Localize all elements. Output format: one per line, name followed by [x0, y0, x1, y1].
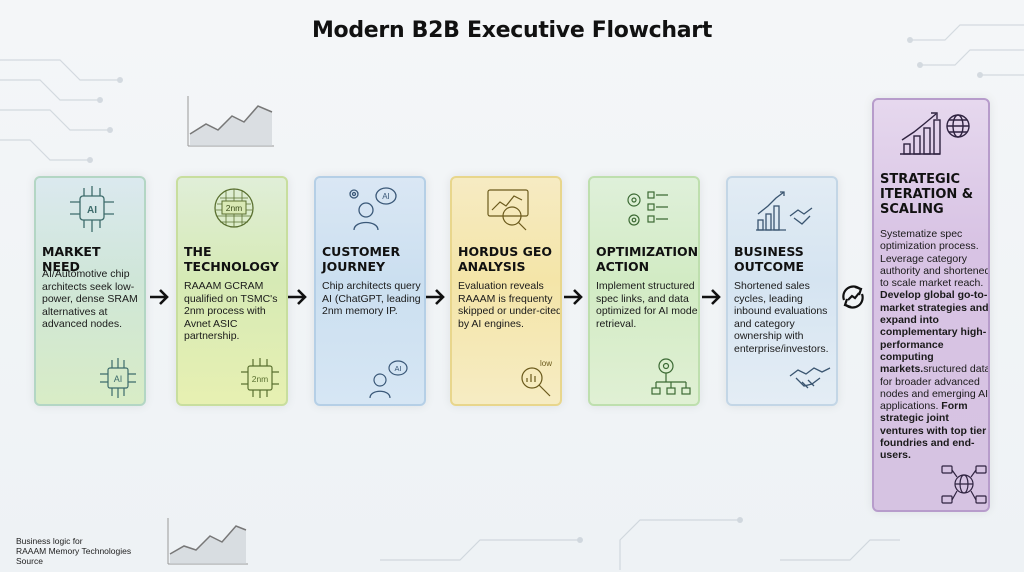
card-market-need: AI MARKET NEED AI/Automotive chip archit…: [34, 176, 146, 406]
body-part-structured-data: sructured data for broader advanced node…: [880, 363, 990, 413]
cycle-arrows-icon: [842, 285, 864, 309]
circuit-decoration-bottom: [380, 517, 900, 570]
arrow-right-icon: [564, 289, 583, 305]
ai-chip-icon: AI: [100, 358, 136, 398]
footer-line: Business logic for: [16, 536, 83, 546]
card-customer-journey: AI CUSTOMER JOURNEY Chip architects quer…: [314, 176, 426, 406]
chip-label: 2nm: [252, 374, 269, 384]
card-heading: THE TECHNOLOGY: [184, 244, 279, 274]
card-body: Systematize spec optimization process. L…: [880, 228, 990, 462]
gears-list-icon: [627, 191, 668, 226]
footer-line: RAAAM Memory Technologies: [16, 546, 132, 556]
growth-globe-icon: [900, 112, 970, 155]
circuit-decoration-left: [0, 59, 123, 163]
chip-label: AI: [87, 205, 97, 216]
card-strategic-iteration-scaling: STRATEGIC ITERATION & SCALING Systematiz…: [872, 98, 990, 512]
ai-chip-icon: AI: [70, 186, 114, 232]
wafer-icon: 2nm: [214, 188, 254, 228]
card-heading: BUSINESS OUTCOME: [734, 244, 805, 274]
card-heading: MARKET NEED: [42, 244, 101, 274]
chip-label: AI: [114, 374, 123, 384]
chip-2nm-icon: 2nm: [241, 358, 279, 398]
card-body: Implement structured spec links, and dat…: [596, 280, 700, 330]
card-heading: CUSTOMER JOURNEY: [322, 244, 401, 274]
arrow-right-icon: [288, 289, 307, 305]
card-heading: STRATEGIC ITERATION & SCALING: [880, 172, 974, 217]
user-ai-icon: AI: [369, 360, 408, 399]
arrow-right-icon: [150, 289, 169, 305]
wafer-label: 2nm: [226, 203, 243, 213]
card-hordus-geo-analysis: HORDUS GEO ANALYSIS Evaluation reveals R…: [450, 176, 562, 406]
arrow-right-icon: [426, 289, 445, 305]
magnifier-chart-icon: low: [521, 359, 552, 397]
gear-network-icon: [651, 358, 691, 395]
decorative-chart-icon: [187, 96, 274, 147]
page-title: Modern B2B Executive Flowchart: [311, 18, 713, 43]
arrow-right-icon: [702, 289, 721, 305]
card-the-technology: 2nm THE TECHNOLOGY RAAAM GCRAM qualified…: [176, 176, 288, 406]
card-body: AI/Automotive chip architects seek low-p…: [42, 268, 138, 330]
footer-line: Source: [16, 556, 43, 566]
low-label: low: [540, 359, 552, 368]
ai-bubble-label: AI: [382, 192, 390, 201]
analysis-magnifier-icon: [487, 189, 529, 231]
card-body: RAAAM GCRAM qualified on TSMC's 2nm proc…: [184, 280, 278, 342]
card-optimization-action: OPTIMIZATION ACTION Implement structured…: [588, 176, 700, 406]
circuit-decoration-right: [907, 24, 1024, 78]
user-ai-icon: AI: [349, 187, 397, 231]
card-business-outcome: BUSINESS OUTCOME Shortened sales cycles,…: [726, 176, 838, 406]
handshake-icon: [789, 367, 831, 389]
decorative-chart-icon: [167, 518, 248, 565]
card-body: Evaluation reveals RAAAM is frequenty sk…: [458, 280, 562, 330]
body-part-joint-ventures: Form strategic joint ventures with top t…: [880, 400, 987, 462]
growth-handshake-icon: [756, 191, 813, 231]
footer-source: Business logic for RAAAM Memory Technolo…: [16, 536, 176, 566]
card-heading: HORDUS GEO ANALYSIS: [458, 244, 553, 274]
body-part-global-strategy: Develop global go-to-market strategies a…: [880, 289, 989, 376]
ai-bubble-label: AI: [394, 364, 401, 373]
database-globe-icon: [941, 465, 987, 504]
card-body: Chip architects query AI (ChatGPT, leadi…: [322, 280, 421, 317]
card-heading: OPTIMIZATION ACTION: [596, 244, 699, 274]
card-body: Shortened sales cycles, leading inbound …: [734, 280, 829, 355]
body-part-systematize: Systematize spec optimization process. L…: [880, 228, 990, 290]
